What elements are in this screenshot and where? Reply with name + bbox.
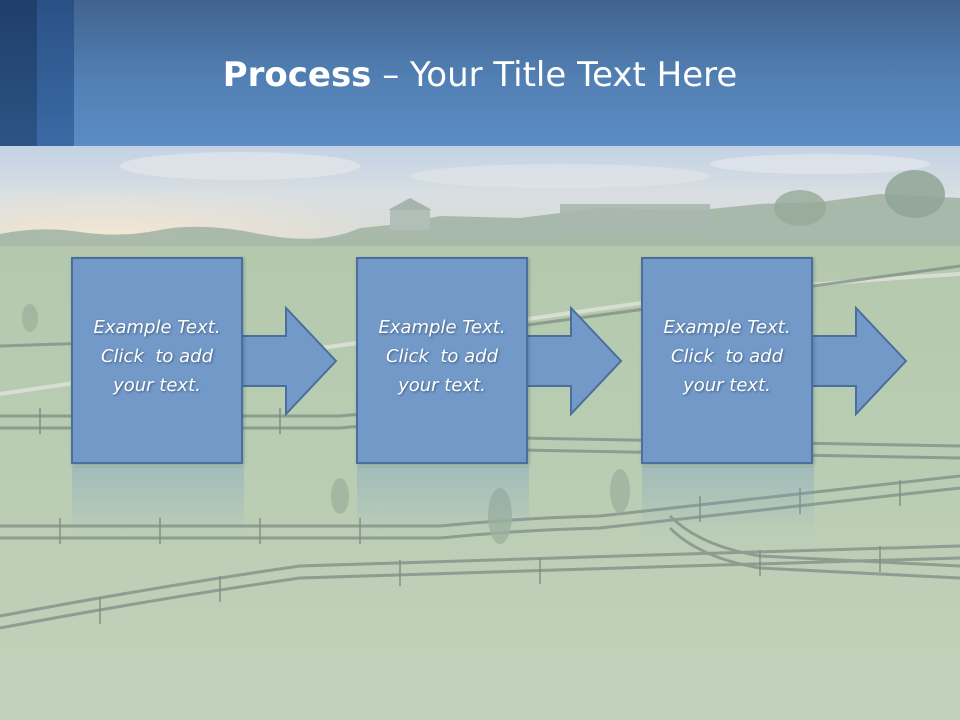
slide-title-bold: Process xyxy=(222,55,372,95)
slide-title[interactable]: Process – Your Title Text Here xyxy=(74,52,886,98)
step-2-line-1: Example Text. xyxy=(378,317,506,338)
slide-title-rest: – Your Title Text Here xyxy=(371,55,738,95)
step-2-reflection xyxy=(357,466,529,536)
step-3-line-3: your text. xyxy=(683,375,771,396)
header-accent-stripe-dark xyxy=(0,0,37,146)
step-3-box[interactable]: Example Text. Click to add your text. xyxy=(641,257,813,464)
step-3-text: Example Text. Click to add your text. xyxy=(643,313,811,400)
step-1-line-3: your text. xyxy=(113,375,201,396)
step-3-reflection xyxy=(642,466,814,536)
step-2-box[interactable]: Example Text. Click to add your text. xyxy=(356,257,528,464)
step-3-line-1: Example Text. xyxy=(663,317,791,338)
step-1-reflection xyxy=(72,466,244,536)
step-2-text: Example Text. Click to add your text. xyxy=(358,313,526,400)
step-1-arrow-icon xyxy=(236,306,338,416)
step-3-arrow-icon xyxy=(806,306,908,416)
step-1-text: Example Text. Click to add your text. xyxy=(73,313,241,400)
step-1-line-1: Example Text. xyxy=(93,317,221,338)
step-1-line-2: Click to add xyxy=(100,346,213,367)
step-2-arrow-icon xyxy=(521,306,623,416)
step-2-line-2: Click to add xyxy=(385,346,498,367)
step-2-line-3: your text. xyxy=(398,375,486,396)
title-header-band: Process – Your Title Text Here xyxy=(0,0,960,146)
header-accent-stripe-light xyxy=(37,0,74,146)
step-1-box[interactable]: Example Text. Click to add your text. xyxy=(71,257,243,464)
step-3-line-2: Click to add xyxy=(670,346,783,367)
